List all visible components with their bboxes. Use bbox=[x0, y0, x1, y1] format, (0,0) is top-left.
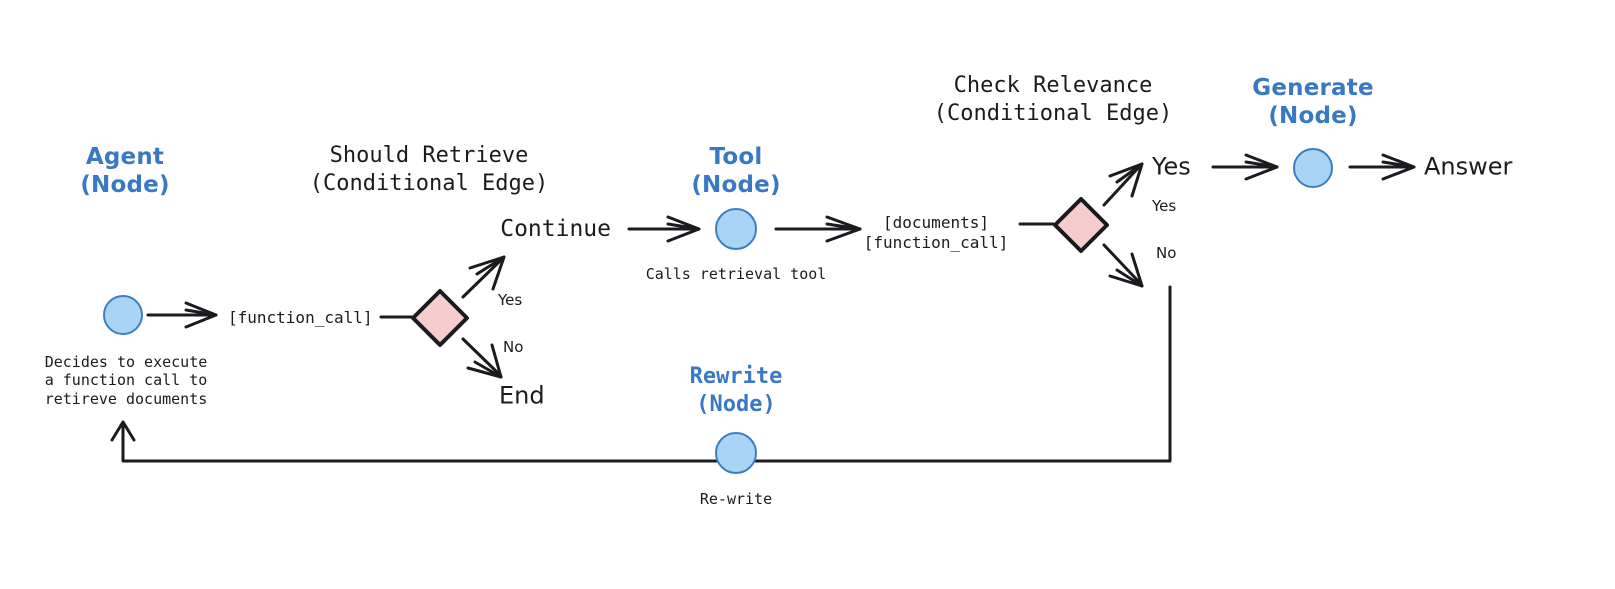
edge-generate-to-answer bbox=[1348, 153, 1416, 181]
diamond-shape bbox=[411, 289, 469, 347]
label-should-retrieve-yes: Yes bbox=[498, 290, 523, 309]
caption-rewrite: Re-write bbox=[699, 490, 773, 508]
caption-tool: Calls retrieval tool bbox=[645, 265, 827, 283]
label-check-relevance-yes-big: Yes bbox=[1152, 152, 1191, 181]
label-check-relevance-no-small: No bbox=[1156, 243, 1177, 262]
label-function-call-documents: [function_call] bbox=[863, 233, 1009, 252]
heading-tool-line2: (Node) bbox=[691, 172, 781, 198]
heading-tool-line1: Tool bbox=[709, 144, 763, 170]
node-tool-circle[interactable] bbox=[715, 208, 757, 250]
label-end: End bbox=[499, 381, 545, 410]
label-function-call: [function_call] bbox=[228, 308, 373, 328]
edge-yes-to-generate bbox=[1211, 153, 1279, 181]
diamond-shape bbox=[1053, 197, 1109, 253]
edge-agent-to-function-call bbox=[146, 301, 218, 329]
node-generate-circle[interactable] bbox=[1293, 148, 1333, 188]
node-agent-circle[interactable] bbox=[103, 295, 143, 335]
decision-check-relevance-diamond[interactable] bbox=[1050, 194, 1112, 256]
heading-check-relevance-line1: Check Relevance bbox=[953, 73, 1153, 98]
heading-should-retrieve-line1: Should Retrieve bbox=[329, 143, 529, 168]
caption-agent: Decides to execute a function call to re… bbox=[44, 353, 208, 408]
heading-agent-line2: (Node) bbox=[80, 172, 170, 198]
heading-should-retrieve-line2: (Conditional Edge) bbox=[309, 171, 549, 196]
edge-tool-to-documents bbox=[774, 215, 862, 243]
label-continue: Continue bbox=[500, 215, 611, 242]
heading-rewrite-line2: (Node) bbox=[696, 392, 776, 417]
label-answer: Answer bbox=[1424, 152, 1513, 181]
label-check-relevance-yes-small: Yes bbox=[1152, 196, 1177, 215]
heading-check-relevance-line2: (Conditional Edge) bbox=[933, 101, 1173, 126]
label-documents: [documents] bbox=[883, 213, 989, 232]
edge-continue-to-tool bbox=[627, 215, 701, 243]
heading-rewrite-line1: Rewrite bbox=[689, 364, 783, 389]
heading-agent-line1: Agent bbox=[85, 144, 165, 170]
node-rewrite-circle[interactable] bbox=[715, 432, 757, 474]
heading-generate-line2: (Node) bbox=[1268, 103, 1358, 129]
heading-generate-line1: Generate bbox=[1252, 75, 1374, 101]
label-should-retrieve-no: No bbox=[503, 337, 524, 356]
decision-should-retrieve-diamond[interactable] bbox=[408, 286, 472, 350]
